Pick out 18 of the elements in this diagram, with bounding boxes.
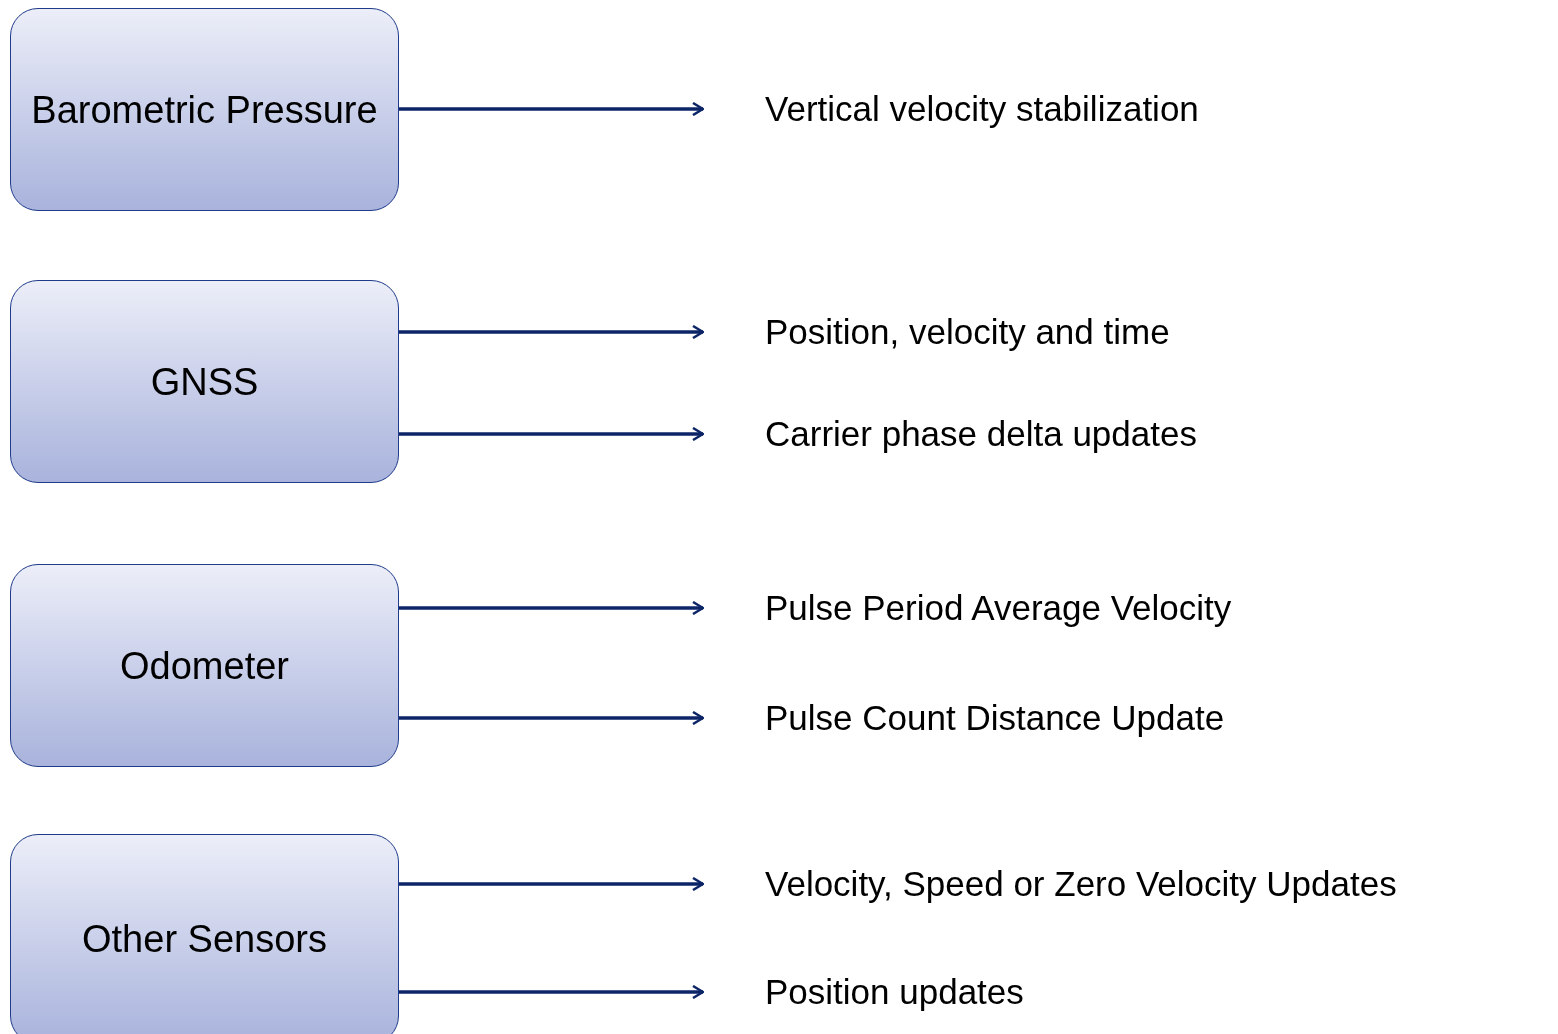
output-label: Carrier phase delta updates [765,412,1197,455]
output-label: Pulse Period Average Velocity [765,586,1232,629]
sensor-box: Odometer [10,564,399,767]
sensor-box: Other Sensors [10,834,399,1034]
arrow [399,984,705,1000]
output-label: Pulse Count Distance Update [765,696,1225,739]
output-label: Position, velocity and time [765,310,1170,353]
arrow [399,101,705,117]
output-label: Vertical velocity stabilization [765,87,1199,130]
output-label: Velocity, Speed or Zero Velocity Updates [765,862,1397,905]
arrow [399,710,705,726]
arrow [399,426,705,442]
sensor-box: Barometric Pressure [10,8,399,211]
sensor-box: GNSS [10,280,399,483]
arrow [399,324,705,340]
arrow [399,876,705,892]
output-label: Position updates [765,970,1024,1013]
arrow [399,600,705,616]
